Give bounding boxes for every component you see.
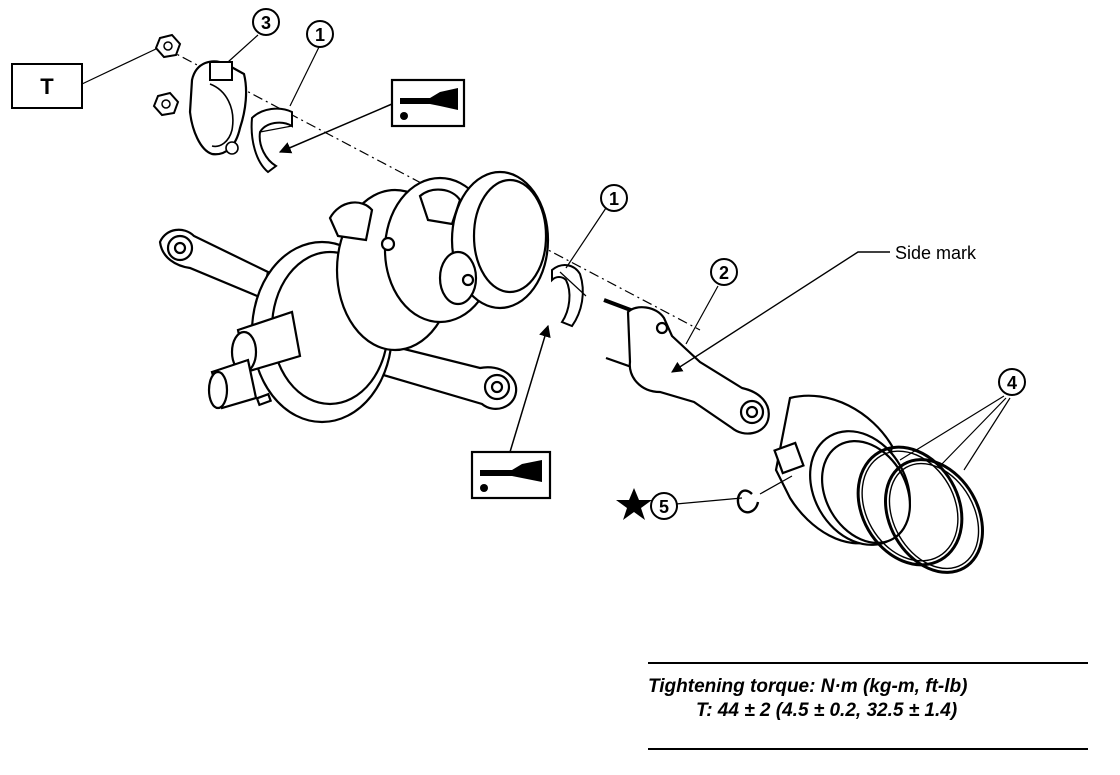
callout-3: 3 (252, 8, 280, 36)
connecting-rod (603, 298, 770, 435)
piston (773, 394, 912, 546)
cap-nut-lower (152, 91, 180, 117)
callout-4: 4 (998, 368, 1026, 396)
connecting-rod-cap (188, 60, 248, 156)
torque-box-label: T (40, 74, 54, 99)
torque-box: T (11, 47, 159, 109)
cap-nut-upper (154, 33, 182, 59)
piston-pin-clip (736, 489, 760, 514)
side-mark-label: Side mark (895, 243, 977, 263)
bearing-shell-upper (250, 107, 293, 174)
star-icon (616, 488, 652, 520)
callout-1-mid: 1 (600, 184, 628, 212)
callout-3-label: 3 (261, 13, 271, 33)
bearing-shell-lower (551, 264, 587, 328)
oil-arrow-bottom (509, 324, 551, 453)
callout-2-label: 2 (719, 263, 729, 283)
oil-can-icon (390, 78, 466, 128)
oil-can-icon (470, 450, 552, 500)
side-mark-leader (671, 251, 890, 373)
piston-rings (856, 445, 984, 574)
torque-spec-title: Tightening torque: N·m (kg-m, ft-lb) (648, 676, 968, 697)
callout-1-top-label: 1 (315, 25, 325, 45)
torque-spec-box: Tightening torque: N·m (kg-m, ft-lb) T: … (648, 662, 1088, 750)
callout-5-label: 5 (659, 497, 669, 517)
crankshaft (158, 170, 550, 424)
oil-arrow-top (278, 103, 393, 154)
callout-1-top: 1 (306, 20, 334, 48)
callout-5: 5 (650, 492, 678, 520)
torque-spec-value: T: 44 ± 2 (4.5 ± 0.2, 32.5 ± 1.4) (696, 700, 958, 721)
callout-1-mid-label: 1 (609, 189, 619, 209)
callout-2: 2 (710, 258, 738, 286)
callout-4-label: 4 (1007, 373, 1017, 393)
